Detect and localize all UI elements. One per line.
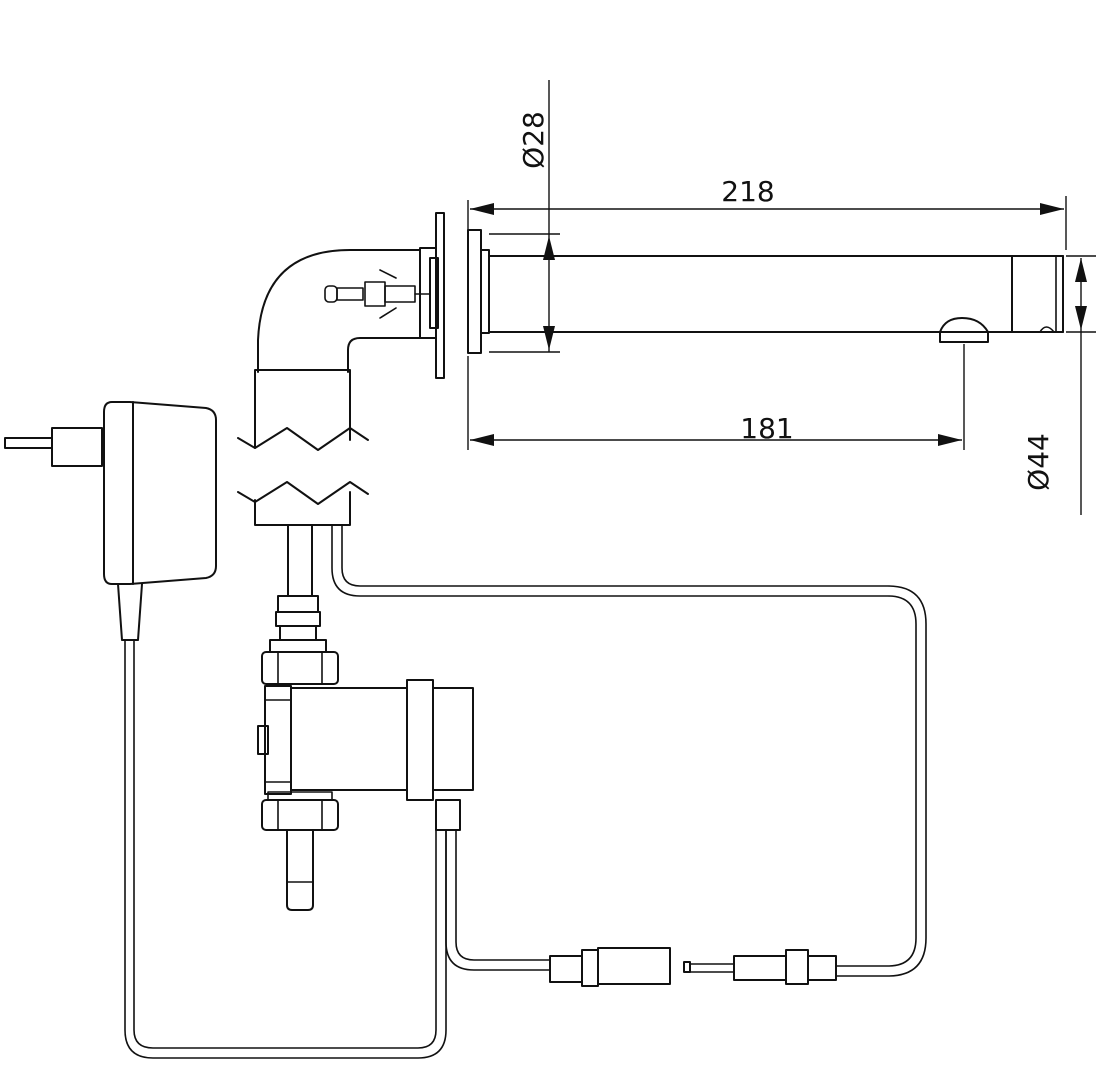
- solenoid-valve-assembly: [257, 524, 474, 911]
- dimension-label-diameter-44: Ø44: [1022, 433, 1055, 491]
- dimension-label-diameter-28: Ø28: [517, 111, 550, 169]
- spout-assembly: [254, 212, 1064, 449]
- dimension-diameter-44: Ø44: [1022, 255, 1096, 515]
- inlet-fitting: [324, 269, 431, 319]
- dimension-218: 218: [467, 175, 1067, 250]
- power-adapter: [4, 401, 447, 1059]
- dimension-181: 181: [467, 344, 965, 450]
- sensor-cable: [331, 524, 927, 977]
- cable-connectors: [445, 829, 837, 987]
- dimension-label-181: 181: [740, 412, 793, 445]
- pipe-break-lines: [237, 427, 369, 526]
- dimension-label-218: 218: [721, 175, 774, 208]
- dimension-diameter-28: Ø28: [489, 80, 560, 353]
